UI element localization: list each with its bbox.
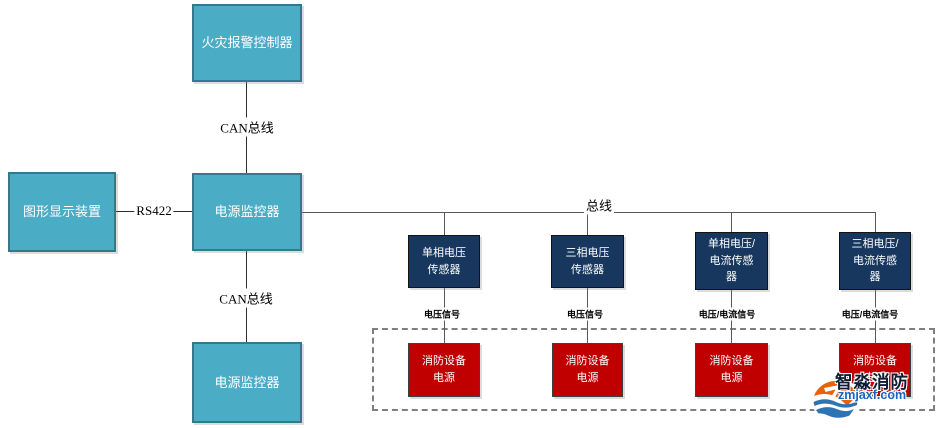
node-power-monitor-secondary: 电源监控器 [192,342,302,423]
power-supply-group-border [372,328,935,411]
node-fire-equipment-power-3: 消防设备 电源 [695,343,768,397]
label-can-bus-bottom: CAN总线 [217,288,275,308]
node-fire-equipment-power-2: 消防设备 电源 [552,343,623,397]
node-fire-alarm-controller: 火灾报警控制器 [192,4,302,82]
label-signal-3: 电压/电流信号 [697,307,757,321]
label-can-bus-top: CAN总线 [218,117,276,137]
watermark-brand-text: 智淼消防 [835,372,909,392]
node-fire-equipment-power-4: 消防设备 电源 [839,343,911,397]
node-power-monitor-main: 电源监控器 [192,173,302,251]
label-bus: 总线 [583,195,615,215]
node-sensor-single-phase-voltage-current: 单相电压/ 电流传感 器 [695,232,768,290]
label-signal-4: 电压/电流信号 [840,307,900,321]
watermark-site-text: zmjaxf.com [838,388,907,402]
bus-drop-line-4 [875,212,876,232]
label-signal-1: 电压信号 [422,307,462,321]
node-sensor-single-phase-voltage: 单相电压 传感器 [408,235,480,288]
label-signal-2: 电压信号 [565,307,605,321]
bus-drop-line-1 [444,212,445,235]
node-fire-equipment-power-1: 消防设备 电源 [408,343,480,397]
zhimiao-logo-icon [811,375,859,423]
node-sensor-three-phase-voltage-current: 三相电压/ 电流传感 器 [839,232,911,290]
node-graphic-display: 图形显示装置 [8,172,116,252]
bus-drop-line-2 [587,212,588,235]
label-rs422: RS422 [134,203,174,219]
node-sensor-three-phase-voltage: 三相电压 传感器 [551,235,624,288]
bus-drop-line-3 [731,212,732,232]
